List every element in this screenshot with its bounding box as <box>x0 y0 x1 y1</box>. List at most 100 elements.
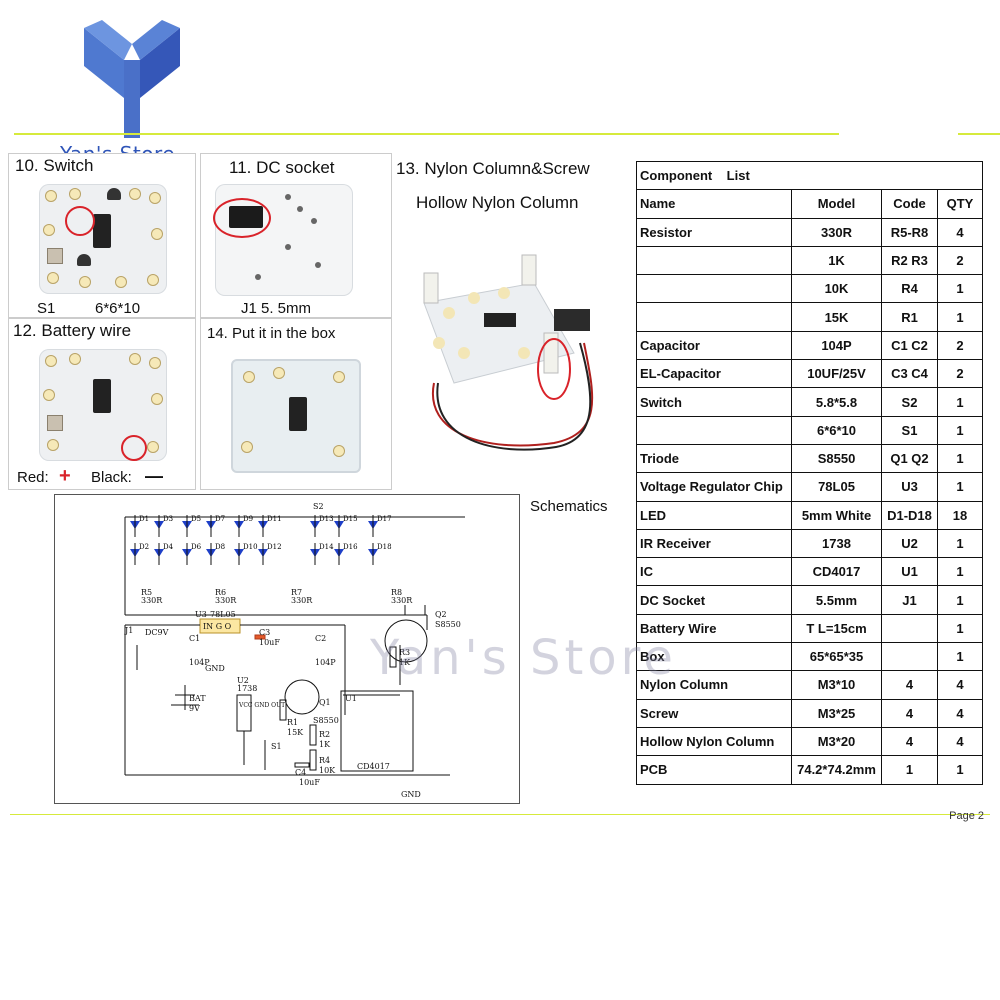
component-table-title: Component List <box>636 160 983 191</box>
q1-model: S8550 <box>313 716 339 725</box>
diode-label: D17 <box>377 515 392 523</box>
component-model: 330R <box>791 217 882 247</box>
component-name: Screw <box>636 698 792 728</box>
component-code: U1 <box>881 557 938 587</box>
component-name: Voltage Regulator Chip <box>636 472 792 502</box>
component-model: 5mm White <box>791 500 882 530</box>
component-code: 1 <box>881 755 938 785</box>
store-logo <box>84 20 180 138</box>
diode-label: D2 <box>139 543 149 551</box>
r7-value: 330R <box>291 596 313 605</box>
component-name <box>636 415 792 445</box>
panel-battery-title: 12. Battery wire <box>13 321 132 340</box>
component-model: 104P <box>791 330 882 361</box>
q1-label: Q1 <box>319 698 331 707</box>
component-qty: 1 <box>937 557 983 587</box>
component-qty: 18 <box>937 500 983 530</box>
r4-label: R4 <box>319 756 330 765</box>
c4-label: C4 <box>295 768 306 777</box>
highlight-circle <box>213 198 271 238</box>
u1-model: CD4017 <box>357 762 390 771</box>
black-label: Black: <box>91 469 132 486</box>
component-code: Q1 Q2 <box>881 443 938 474</box>
component-model: 10UF/25V <box>791 359 882 389</box>
diode-label: D12 <box>267 543 282 551</box>
r1-value: 15K <box>287 728 304 737</box>
component-qty: 1 <box>937 755 983 785</box>
component-code: D1-D18 <box>881 500 938 530</box>
schematics-label: Schematics <box>530 498 608 515</box>
panel-nylon-title: 13. Nylon Column&Screw <box>396 159 590 178</box>
component-name: Hollow Nylon Column <box>636 726 792 757</box>
r8-label: R8 <box>391 588 402 597</box>
component-name: IC <box>636 557 792 587</box>
component-qty: 2 <box>937 245 983 276</box>
q2-label: Q2 <box>435 610 447 619</box>
u1-label: U1 <box>345 694 357 703</box>
highlight-circle <box>65 206 95 236</box>
header-qty: QTY <box>937 189 983 219</box>
panel-box: 14. Put it in the box <box>200 318 392 490</box>
q2-model: S8550 <box>435 620 461 629</box>
c4-value: 10uF <box>299 778 320 787</box>
component-model: 10K <box>791 274 882 304</box>
panel-nylon-subtitle: Hollow Nylon Column <box>416 193 579 212</box>
component-name: Box <box>636 642 792 672</box>
component-table: Component List Name Model Code QTY Resis… <box>636 160 983 785</box>
u3-pins: IN G O <box>203 622 232 631</box>
j1-label: J1 <box>124 626 133 635</box>
red-label: Red: <box>17 469 49 486</box>
component-model: 78L05 <box>791 472 882 502</box>
component-table-header: Name Model Code QTY <box>636 189 983 219</box>
component-qty: 1 <box>937 443 983 474</box>
gnd-label-2: GND <box>401 790 421 799</box>
component-code: J1 <box>881 585 938 615</box>
c1-label: C1 <box>189 634 200 643</box>
diode-label: D8 <box>215 543 225 551</box>
top-rule-right <box>958 133 1000 135</box>
component-code: R5-R8 <box>881 217 938 247</box>
r6-label: R6 <box>215 588 226 597</box>
component-name: LED <box>636 500 792 530</box>
component-model: CD4017 <box>791 557 882 587</box>
component-qty: 1 <box>937 585 983 615</box>
component-name: EL-Capacitor <box>636 359 792 389</box>
panel-switch-title: 10. Switch <box>15 156 94 175</box>
component-qty: 4 <box>937 670 983 700</box>
component-model: 74.2*74.2mm <box>791 755 882 785</box>
r3-label: R3 <box>399 648 410 657</box>
switch-code: S1 <box>37 300 56 317</box>
diode-label: D14 <box>319 543 334 551</box>
panel-switch: 10. Switch S1 6*6*10 <box>8 153 196 318</box>
component-qty: 4 <box>937 217 983 247</box>
c3-label: C3 <box>259 628 270 637</box>
r6-value: 330R <box>215 596 237 605</box>
r7-label: R7 <box>291 588 302 597</box>
diode-label: D1 <box>139 515 149 523</box>
diode-label: D7 <box>215 515 225 523</box>
diode-label: D13 <box>319 515 334 523</box>
diode-label: D5 <box>191 515 201 523</box>
s1-label: S1 <box>271 742 282 751</box>
component-name <box>636 274 792 304</box>
component-name: Nylon Column <box>636 670 792 700</box>
nylon-assembly-photo <box>423 254 594 451</box>
highlight-circle <box>121 435 147 461</box>
j1-voltage: DC9V <box>145 628 169 637</box>
component-model: M3*20 <box>791 726 882 757</box>
component-name: IR Receiver <box>636 528 792 559</box>
diode-label: D16 <box>343 543 358 551</box>
